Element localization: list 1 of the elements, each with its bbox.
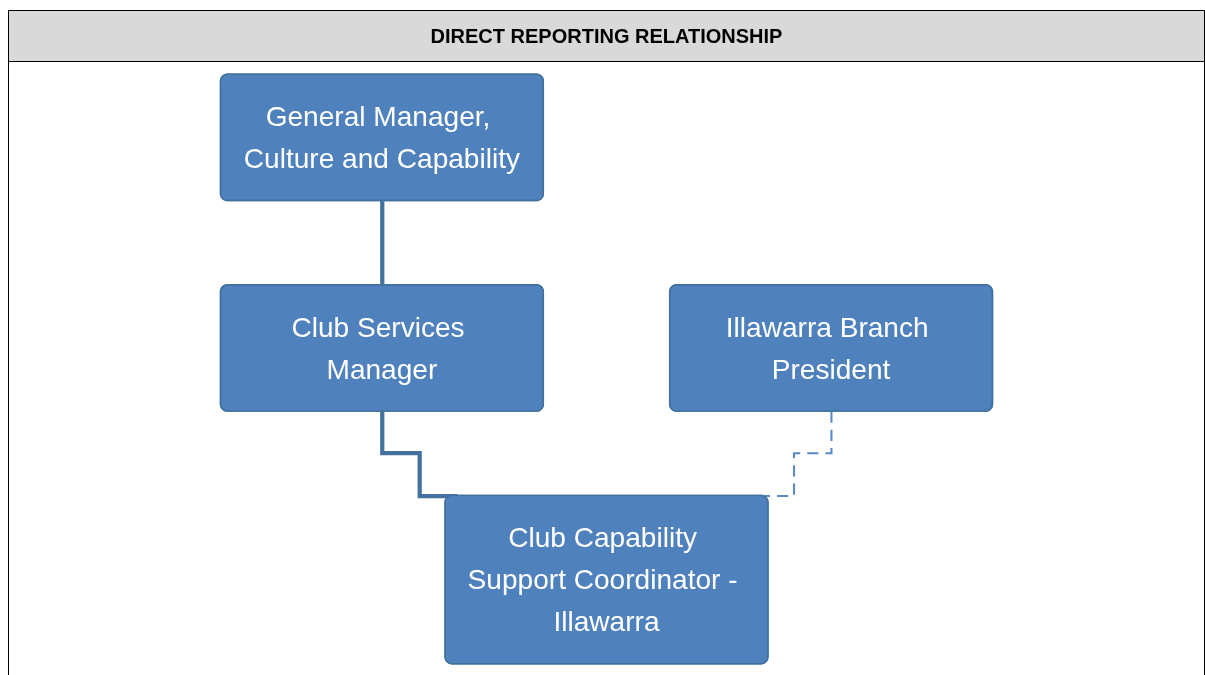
table-header: DIRECT REPORTING RELATIONSHIP — [9, 11, 1204, 62]
